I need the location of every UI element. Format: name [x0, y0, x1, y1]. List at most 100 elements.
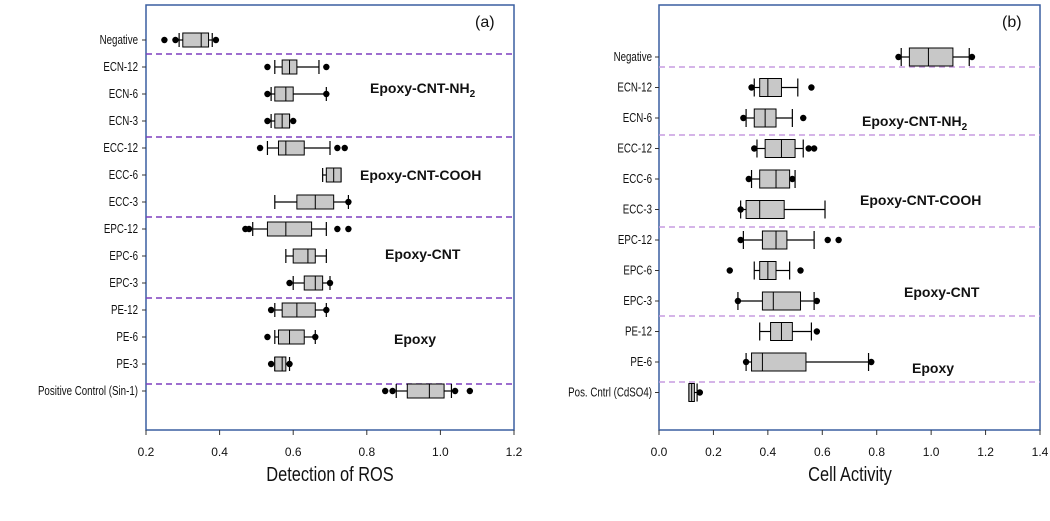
panel-b-outlier-point: [968, 53, 976, 61]
panel-a-outlier-point: [451, 387, 459, 395]
panel-a-category-label: ECN-6: [109, 88, 138, 101]
panel-a-outlier-point: [286, 279, 293, 287]
panel-a-outlier-point: [267, 360, 275, 368]
panel-b-category-label: ECC-12: [617, 142, 652, 155]
panel-a-x-tick-label: 0.4: [211, 445, 228, 459]
panel-b-category-label: Pos. Cntrl (CdSO4): [568, 386, 652, 399]
panel-a-category-label: PE-6: [116, 331, 138, 344]
panel-b-outlier-point: [737, 236, 744, 244]
panel-a-category-label: EPC-3: [109, 277, 138, 290]
panel-b: (b) Cell Activity Epoxy-CNT-NH2 Epoxy-CN…: [568, 4, 1049, 485]
panel-a-category-label: ECC-6: [109, 169, 138, 182]
panel-a-outlier-point: [323, 63, 330, 71]
panel-b-x-tick-label: 1.2: [977, 445, 994, 459]
panel-a-category-label: EPC-6: [109, 250, 138, 263]
panel-b-x-tick-label: 1.0: [923, 445, 940, 459]
panel-b-x-tick-label: 0.0: [651, 445, 668, 459]
panel-a-x-axis-label: Detection of ROS: [266, 462, 393, 485]
panel-b-category-label: EPC-3: [623, 295, 652, 308]
panel-a-box: [277, 140, 305, 156]
panel-b-category-label: PE-12: [625, 325, 652, 338]
panel-a-box: [274, 86, 294, 102]
panel-a-category-label: PE-3: [116, 358, 138, 371]
panel-b-outlier-point: [797, 267, 804, 274]
panel-b-outlier-point: [835, 236, 842, 244]
panel-a-category-label: PE-12: [111, 304, 138, 317]
panel-b-outlier-point: [813, 328, 821, 335]
panel-b-x-tick-label: 1.4: [1032, 445, 1049, 459]
panel-a-x-tick-label: 0.2: [138, 445, 155, 459]
panel-b-label: (b): [1002, 14, 1022, 31]
panel-a-outlier-point: [334, 144, 341, 152]
panel-a-outlier-point: [264, 90, 271, 98]
panel-b-x-tick-label: 0.6: [814, 445, 831, 459]
panel-b-outlier-point: [810, 145, 818, 152]
panel-b-box: [761, 230, 788, 250]
panel-a-outlier-point: [245, 225, 253, 233]
panel-a-group-label-cnt: Epoxy-CNT: [385, 246, 461, 262]
panel-a-box: [281, 302, 316, 318]
panel-a-outlier-point: [389, 387, 396, 395]
panel-b-outlier-point: [726, 267, 733, 274]
panel-a-outlier-point: [212, 36, 220, 44]
panel-a-box: [182, 32, 210, 48]
panel-b-category-label: ECC-6: [623, 173, 652, 186]
panel-b-category-label: ECN-6: [623, 112, 652, 125]
panel-a-outlier-point: [161, 36, 168, 44]
panel-a-group-label-nh2: Epoxy-CNT-NH2: [370, 80, 476, 100]
panel-a-category-label: Negative: [100, 34, 138, 47]
panel-b-outlier-point: [813, 297, 821, 305]
panel-a-outlier-point: [264, 63, 271, 71]
panel-b-group-label-epoxy: Epoxy: [912, 360, 954, 376]
panel-a-outlier-point: [345, 225, 352, 233]
panel-b-outlier-point: [742, 358, 750, 366]
panel-a-box: [303, 275, 324, 291]
panel-a-group-label-epoxy: Epoxy: [394, 331, 436, 347]
panel-a-outlier-point: [290, 117, 297, 125]
panel-b-box: [764, 139, 796, 158]
panel-a-category-label: EPC-12: [104, 223, 138, 236]
panel-a-outlier-point: [334, 225, 341, 233]
panel-a-category-label: Positive Control (Sin-1): [38, 385, 138, 398]
panel-a-category-label: ECC-12: [103, 142, 138, 155]
panel-a-outlier-point: [345, 198, 352, 206]
panel-b-category-label: PE-6: [630, 356, 652, 369]
panel-a-outlier-point: [382, 387, 389, 395]
panel-a-x-tick-label: 0.8: [358, 445, 375, 459]
panel-b-category-label: ECC-3: [623, 203, 652, 216]
panel-b-group-label-nh2: Epoxy-CNT-NH2: [862, 113, 968, 133]
panel-b-x-axis-label: Cell Activity: [808, 462, 893, 485]
panel-b-group-label-cooh: Epoxy-CNT-COOH: [860, 192, 981, 208]
panel-b-x-tick-label: 0.8: [868, 445, 885, 459]
panel-b-group-label-cnt: Epoxy-CNT: [904, 284, 980, 300]
panel-b-outlier-point: [805, 145, 812, 152]
panel-a-outlier-point: [323, 306, 330, 314]
panel-b-outlier-point: [745, 175, 753, 183]
panel-b-x-tick-label: 0.2: [705, 445, 722, 459]
panel-a: (a) Detection of ROS Epoxy-CNT-NH2 Epoxy…: [38, 4, 523, 485]
panel-a-group-label-cooh: Epoxy-CNT-COOH: [360, 167, 481, 183]
panel-b-category-label: ECN-12: [617, 81, 652, 94]
panel-b-x-tick-label: 0.4: [760, 445, 777, 459]
panel-a-category-label: ECC-3: [109, 196, 138, 209]
panel-b-outlier-point: [740, 114, 747, 122]
panel-b-outlier-point: [808, 84, 815, 91]
panel-a-box: [292, 248, 316, 264]
panel-b-outlier-point: [696, 389, 704, 396]
panel-b-outlier-point: [737, 206, 744, 213]
panel-b-category-label: EPC-6: [623, 264, 652, 277]
panel-b-category-label: Negative: [614, 51, 652, 64]
panel-b-box: [759, 78, 782, 97]
panel-b-outlier-point: [734, 297, 742, 305]
panel-a-outlier-point: [267, 306, 275, 314]
panel-b-outlier-point: [789, 175, 796, 183]
panel-a-category-label: ECN-3: [109, 115, 138, 128]
panel-a-outlier-point: [264, 333, 271, 341]
panel-b-category-label: EPC-12: [618, 234, 652, 247]
panel-a-outlier-point: [323, 90, 330, 98]
panel-a-x-tick-label: 1.2: [506, 445, 523, 459]
panel-a-label: (a): [475, 14, 495, 31]
panel-a-outlier-point: [264, 117, 271, 125]
panel-b-outlier-point: [748, 84, 755, 91]
